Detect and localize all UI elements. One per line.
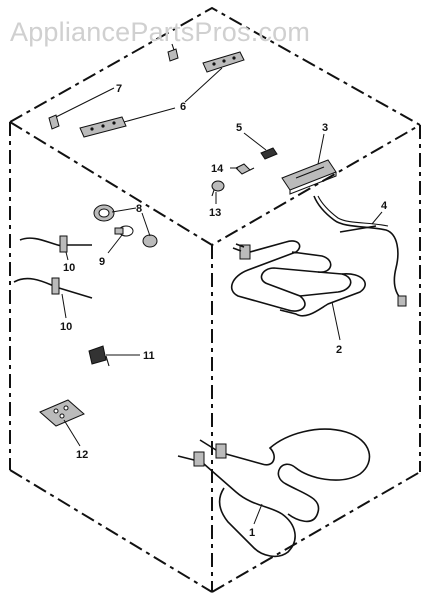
part-13-thermostat <box>211 180 225 197</box>
part-6-strip-lower <box>79 116 127 138</box>
leader-2 <box>331 301 341 341</box>
part-8-lamp-socket <box>93 204 158 248</box>
part-9-lamp-bulb <box>114 225 134 237</box>
part-5-switch <box>260 147 278 160</box>
callout-1: 1 <box>249 527 255 539</box>
leader-12 <box>63 419 81 447</box>
callout-14: 14 <box>211 163 224 175</box>
part-clip <box>167 43 179 62</box>
callout-10-upper: 10 <box>63 262 75 274</box>
callout-9: 9 <box>99 256 105 268</box>
callout-5: 5 <box>236 122 242 134</box>
callout-6: 6 <box>180 101 186 113</box>
leader-10-upper <box>65 251 69 261</box>
cabinet-outline <box>9 6 421 593</box>
callout-labels: 7 6 5 3 14 13 4 8 9 10 10 11 12 2 1 <box>60 83 388 539</box>
leader-8-socket <box>111 207 137 213</box>
leader-8-ring <box>141 212 151 237</box>
leader-10-lower <box>61 293 67 319</box>
leader-4 <box>371 211 383 225</box>
callout-10-lower: 10 <box>60 321 72 333</box>
callout-3: 3 <box>322 122 328 134</box>
part-7-bracket <box>48 114 60 130</box>
callout-8: 8 <box>136 203 142 215</box>
leader-7 <box>55 87 115 118</box>
callout-2: 2 <box>336 344 342 356</box>
leader-5 <box>243 132 267 151</box>
part-3-control-board <box>281 159 337 195</box>
callout-13: 13 <box>209 207 221 219</box>
part-2-broil-element <box>230 240 366 317</box>
part-10-sensor-lower <box>13 277 93 299</box>
part-4-wire-harness <box>313 195 407 307</box>
cabinet-bottom-right-edge <box>211 471 421 593</box>
leader-6-lower <box>123 107 176 123</box>
part-10-sensor-upper <box>19 235 92 253</box>
cabinet-top-back-edges <box>9 6 421 126</box>
part-12-circuit-board <box>39 399 85 427</box>
callout-7: 7 <box>116 83 122 95</box>
callout-leaders <box>55 67 383 525</box>
callout-12: 12 <box>76 449 88 461</box>
callout-11: 11 <box>143 350 155 362</box>
leader-3 <box>317 133 325 165</box>
part-14-clip <box>235 163 255 175</box>
part-1-bake-element <box>177 428 371 558</box>
leader-1 <box>253 503 263 525</box>
part-11-connector <box>88 345 110 367</box>
part-6-strip-upper <box>202 51 245 73</box>
leader-9 <box>107 234 123 254</box>
leader-6-upper <box>184 67 223 103</box>
callout-4: 4 <box>381 200 388 212</box>
cabinet-bottom-left-edge <box>9 469 213 593</box>
watermark-text: AppliancePartsPros.com <box>10 17 311 47</box>
